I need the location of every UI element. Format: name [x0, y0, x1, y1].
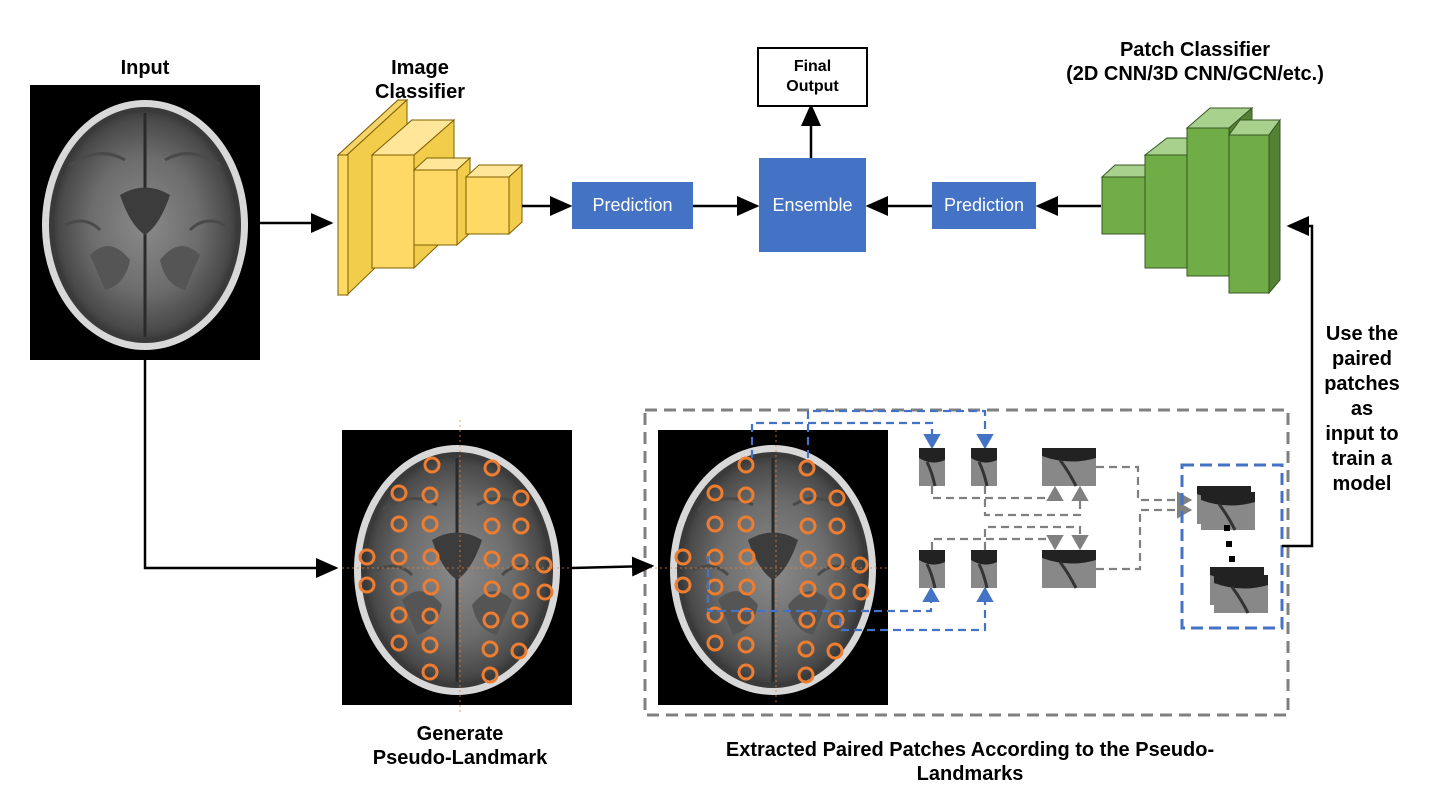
use-paired-patches-label: Use the paired patches as input to train…	[1324, 323, 1400, 495]
patch-classifier-label: Patch Classifier (2D CNN/3D CNN/GCN/etc.…	[1066, 39, 1324, 85]
paired-patch-image	[1040, 548, 1098, 590]
paired-patch-stack	[1195, 484, 1270, 615]
flow-arrows	[143, 103, 1314, 578]
landmark-circles-extracted	[674, 456, 870, 684]
patch-image	[969, 548, 999, 590]
patch-image	[969, 446, 999, 488]
final-output-box: Final Output	[757, 47, 868, 107]
image-classifier-cnn-icon	[336, 98, 524, 297]
ensemble-box: Ensemble	[759, 158, 866, 252]
patch-classifier-cnn-icon	[1100, 106, 1281, 295]
merge-lines	[930, 465, 1193, 571]
prediction-box-left: Prediction	[572, 182, 693, 229]
patch-image	[917, 446, 947, 488]
landmark-circles	[358, 456, 554, 684]
image-classifier-label: Image Classifier	[374, 57, 466, 103]
patch-image	[917, 548, 947, 590]
input-mri-image	[28, 83, 262, 362]
paired-patch-image	[1040, 446, 1098, 488]
generate-pseudo-landmark-label: Generate Pseudo-Landmark	[372, 723, 548, 769]
pairing-lines	[706, 409, 994, 632]
extracted-paired-patches-label: Extracted Paired Patches According to th…	[725, 739, 1215, 785]
prediction-box-right: Prediction	[932, 182, 1036, 229]
input-label: Input	[120, 57, 170, 79]
